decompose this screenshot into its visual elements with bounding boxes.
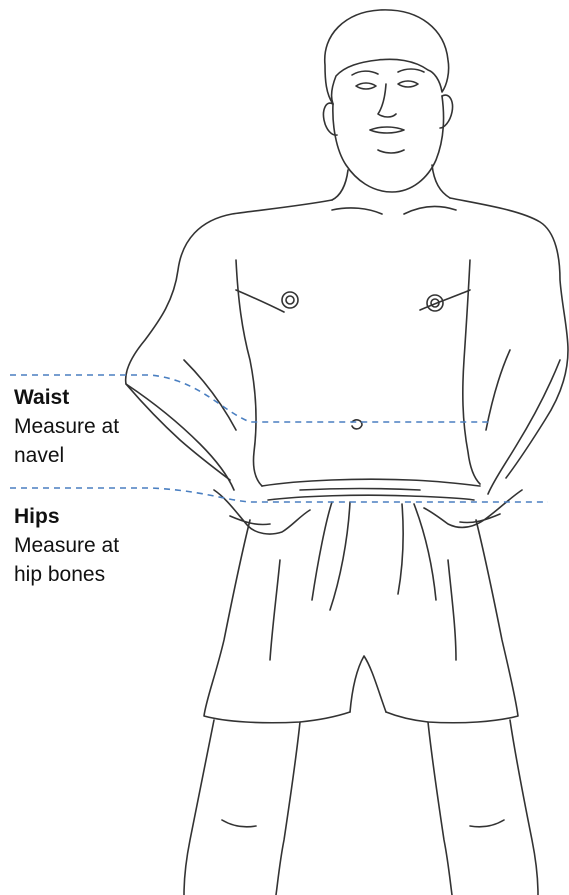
chin <box>378 150 404 153</box>
collarbones <box>332 207 456 214</box>
right-torso-side <box>463 260 480 484</box>
hips-title: Hips <box>14 502 119 531</box>
left-hand <box>214 490 310 534</box>
hips-desc-line1: Measure at <box>14 531 119 560</box>
neck-right <box>432 165 450 198</box>
left-leg-inner <box>276 722 300 895</box>
left-knee <box>222 820 256 827</box>
neck-left <box>332 170 348 200</box>
waistband-top <box>262 479 480 486</box>
left-inner-arm <box>184 360 236 430</box>
waist-title: Waist <box>14 383 119 412</box>
waist-desc-line1: Measure at <box>14 412 119 441</box>
right-hand <box>424 490 522 527</box>
waist-label: Waist Measure at navel <box>14 383 119 470</box>
drawstring <box>312 502 436 610</box>
waistband-bottom <box>268 495 474 500</box>
shorts-right <box>386 520 518 723</box>
shorts-crotch <box>350 656 386 712</box>
left-eye <box>356 83 376 89</box>
waist-desc-line2: navel <box>14 441 119 470</box>
head <box>323 10 452 192</box>
left-torso-side <box>236 260 262 486</box>
left-nipple-ring <box>282 292 298 308</box>
left-nipple <box>286 296 294 304</box>
left-brow <box>352 71 378 75</box>
shorts-left <box>204 520 350 723</box>
right-brow <box>398 69 424 72</box>
hips-label: Hips Measure at hip bones <box>14 502 119 589</box>
face-outline <box>333 96 444 192</box>
chest-line-left <box>236 290 284 312</box>
left-leg-outer <box>184 720 214 895</box>
right-leg-inner <box>428 722 452 895</box>
mouth <box>370 127 404 133</box>
waistband-inner <box>300 489 420 491</box>
left-shoulder-arm <box>126 200 332 480</box>
shorts-fold-left <box>270 560 280 660</box>
shorts-fold-right <box>448 560 456 660</box>
right-shoulder-arm <box>450 198 568 478</box>
right-leg-outer <box>510 720 538 895</box>
right-inner-arm <box>486 350 510 430</box>
right-knee <box>470 820 504 827</box>
hair <box>325 10 449 104</box>
hips-desc-line2: hip bones <box>14 560 119 589</box>
right-eye <box>398 81 418 87</box>
nose <box>378 84 396 117</box>
